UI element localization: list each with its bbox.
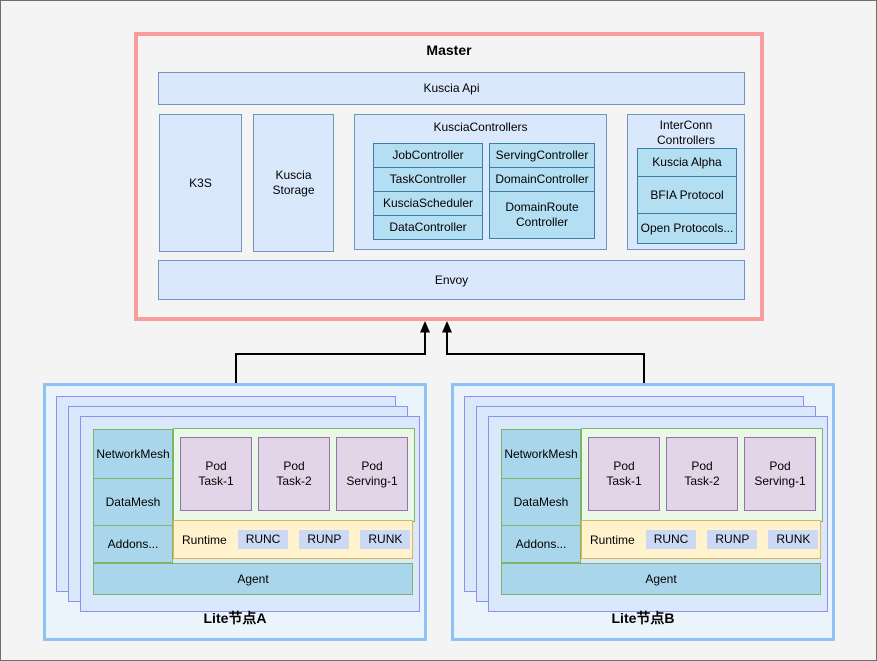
- runtime-chip: RUNC: [237, 530, 289, 549]
- pod-label-line2: Task-2: [276, 474, 312, 488]
- agent-label: Agent: [645, 571, 677, 586]
- mesh-column: NetworkMesh DataMesh Addons...: [93, 429, 173, 563]
- envoy-label: Envoy: [434, 272, 469, 287]
- lite-node-a: NetworkMesh DataMesh Addons... Pod Task-…: [43, 383, 427, 641]
- mesh-item: Addons...: [93, 525, 173, 563]
- interconn-controllers-box: InterConn Controllers Kuscia Alpha BFIA …: [627, 114, 745, 250]
- pod-box: Pod Serving-1: [336, 437, 408, 511]
- runtime-chip: RUNP: [299, 530, 350, 549]
- stacked-card-front: NetworkMesh DataMesh Addons... Pod Task-…: [80, 416, 420, 612]
- runtime-chip: RUNK: [768, 530, 819, 549]
- lite-node-label: Lite节点A: [203, 610, 267, 626]
- pod-label-line2: Task-2: [684, 474, 720, 488]
- controller-box: TaskController: [373, 167, 483, 192]
- lite-node-label: Lite节点B: [611, 610, 675, 626]
- controller-label: JobController: [392, 148, 464, 162]
- controller-box: DataController: [373, 215, 483, 240]
- mesh-item-label: NetworkMesh: [96, 446, 170, 461]
- pod-label-line1: Pod: [613, 459, 635, 473]
- mesh-item: NetworkMesh: [93, 429, 173, 479]
- controllers-left-column: JobController TaskController KusciaSched…: [373, 143, 483, 240]
- pod-area: Pod Task-1 Pod Task-2 Pod Serving-1: [581, 428, 823, 522]
- agent-bar: Agent: [93, 563, 413, 595]
- controller-label: TaskController: [389, 172, 467, 186]
- pod-label-line1: Pod: [283, 459, 305, 473]
- interconn-item: Kuscia Alpha: [637, 148, 737, 177]
- controller-box: DomainController: [489, 167, 595, 192]
- controller-label: DataController: [389, 220, 467, 234]
- pod-area: Pod Task-1 Pod Task-2 Pod Serving-1: [173, 428, 415, 522]
- pod-label-line2: Serving-1: [346, 474, 398, 488]
- controller-label: ServingController: [495, 148, 589, 162]
- kuscia-storage-label: Kuscia Storage: [272, 168, 315, 197]
- runtime-chip: RUNP: [707, 530, 758, 549]
- pod-box: Pod Serving-1: [744, 437, 816, 511]
- interconn-item: BFIA Protocol: [637, 176, 737, 214]
- controller-box: DomainRoute Controller: [489, 191, 595, 239]
- runtime-chip: RUNK: [360, 530, 411, 549]
- mesh-item-label: Addons...: [515, 536, 567, 551]
- pod-box: Pod Task-1: [180, 437, 252, 511]
- kuscia-api-label: Kuscia Api: [423, 81, 480, 95]
- envoy-box: Envoy: [158, 260, 745, 300]
- runtime-area: Runtime RUNC RUNP RUNK: [173, 520, 413, 559]
- master-title: Master: [426, 42, 472, 58]
- controller-label: DomainRoute Controller: [505, 200, 579, 229]
- pod-label-line1: Pod: [361, 459, 383, 473]
- interconn-item-label: Kuscia Alpha: [652, 155, 722, 169]
- pod-label-line2: Task-1: [606, 474, 642, 488]
- mesh-item-label: NetworkMesh: [504, 446, 578, 461]
- interconn-item-label: Open Protocols...: [640, 221, 734, 235]
- mesh-item: DataMesh: [501, 478, 581, 526]
- controllers-right-column: ServingController DomainController Domai…: [489, 143, 595, 239]
- kuscia-api-box: Kuscia Api: [158, 72, 745, 105]
- controller-box: KusciaScheduler: [373, 191, 483, 216]
- agent-label: Agent: [237, 571, 269, 586]
- runtime-label: Runtime: [182, 532, 227, 547]
- pod-label-line1: Pod: [769, 459, 791, 473]
- pod-label-line2: Serving-1: [754, 474, 806, 488]
- pod-label-line2: Task-1: [198, 474, 234, 488]
- runtime-label: Runtime: [590, 532, 635, 547]
- kuscia-controllers-title: KusciaControllers: [433, 120, 528, 134]
- mesh-item: NetworkMesh: [501, 429, 581, 479]
- pod-label-line1: Pod: [205, 459, 227, 473]
- mesh-item: Addons...: [501, 525, 581, 563]
- interconn-item-label: BFIA Protocol: [650, 187, 724, 202]
- pod-box: Pod Task-2: [258, 437, 330, 511]
- k3s-box: K3S: [159, 114, 242, 252]
- arrow-up-icon: [442, 321, 452, 333]
- interconn-title: InterConn Controllers: [656, 118, 716, 147]
- kuscia-controllers-box: KusciaControllers JobController TaskCont…: [354, 114, 607, 250]
- mesh-item-label: DataMesh: [105, 494, 161, 509]
- mesh-item-label: DataMesh: [513, 494, 569, 509]
- arrow-up-icon: [420, 321, 430, 333]
- controller-box: JobController: [373, 143, 483, 168]
- agent-bar: Agent: [501, 563, 821, 595]
- interconn-item: Open Protocols...: [637, 213, 737, 244]
- runtime-area: Runtime RUNC RUNP RUNK: [581, 520, 821, 559]
- pod-box: Pod Task-1: [588, 437, 660, 511]
- interconn-column: Kuscia Alpha BFIA Protocol Open Protocol…: [637, 148, 737, 244]
- k3s-label: K3S: [189, 175, 212, 190]
- pod-label-line1: Pod: [691, 459, 713, 473]
- mesh-item: DataMesh: [93, 478, 173, 526]
- lite-node-b: NetworkMesh DataMesh Addons... Pod Task-…: [451, 383, 835, 641]
- master-box: [134, 32, 764, 321]
- controller-box: ServingController: [489, 143, 595, 168]
- pod-box: Pod Task-2: [666, 437, 738, 511]
- kuscia-storage-box: Kuscia Storage: [253, 114, 334, 252]
- mesh-column: NetworkMesh DataMesh Addons...: [501, 429, 581, 563]
- controller-label: DomainController: [495, 172, 589, 186]
- stacked-card-front: NetworkMesh DataMesh Addons... Pod Task-…: [488, 416, 828, 612]
- runtime-chip: RUNC: [645, 530, 697, 549]
- mesh-item-label: Addons...: [107, 536, 159, 551]
- controller-label: KusciaScheduler: [382, 196, 474, 210]
